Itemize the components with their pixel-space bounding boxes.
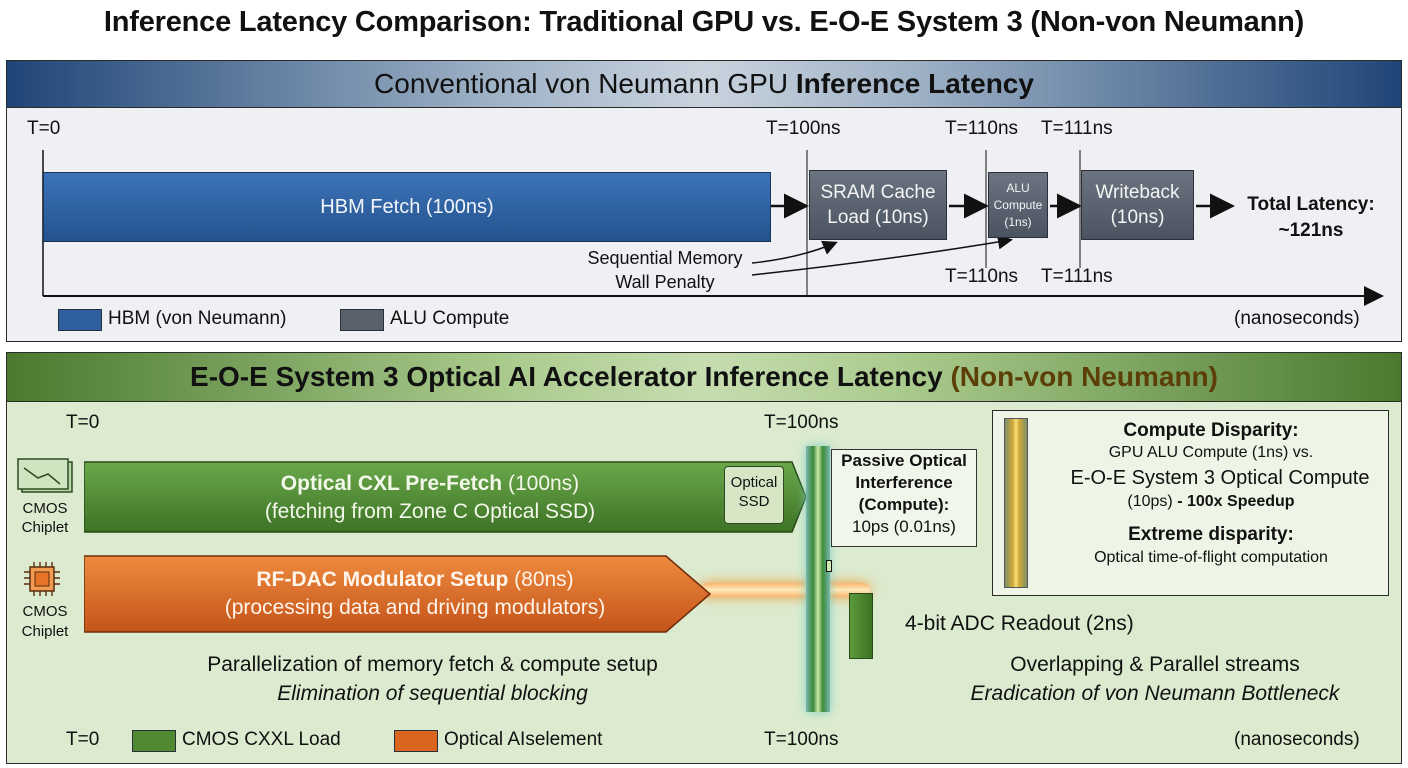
cmos-chiplet-board-icon — [17, 458, 73, 493]
alu-compute-box: ALU Compute (1ns) — [988, 172, 1048, 238]
legend-optical-swatch — [394, 730, 438, 752]
gpu-t111-bottom-label: T=111ns — [1041, 266, 1113, 287]
total-latency: Total Latency: ~121ns — [1236, 192, 1386, 244]
cxl-normal: (100ns) — [502, 472, 580, 495]
rf-bold: RF-DAC Modulator Setup — [256, 568, 509, 591]
optical-header-main: E-O-E System 3 Optical AI Accelerator In… — [190, 361, 951, 392]
ssd-line2: SSD — [738, 493, 770, 510]
optical-ssd-icon: Optical SSD — [724, 466, 784, 524]
penalty-line1: Sequential Memory — [587, 248, 743, 268]
passive-line2: Interference — [855, 473, 953, 492]
rf-dac-text: RF-DAC Modulator Setup (80ns) (processin… — [150, 566, 680, 622]
compute-disparity-box — [992, 410, 1389, 596]
legend-alu-label: ALU Compute — [390, 308, 510, 329]
rf-normal: (80ns) — [508, 568, 574, 591]
ssd-line1: Optical — [730, 474, 778, 491]
gpu-header-text: Conventional von Neumann GPU — [374, 68, 796, 99]
overlap-line2: Eradication of von Neumann Bottleneck — [970, 682, 1340, 705]
sram-cache-box: SRAM Cache Load (10ns) — [809, 170, 947, 240]
alu-line3: (1ns) — [1004, 215, 1032, 229]
disparity-text: Compute Disparity: GPU ALU Compute (1ns)… — [1040, 420, 1382, 568]
parallel-line1: Parallelization of memory fetch & comput… — [207, 653, 658, 676]
gpu-units-label: (nanoseconds) — [1234, 308, 1360, 329]
opt-t100-bottom-label: T=100ns — [764, 729, 839, 750]
cxl-prefetch-text: Optical CXL Pre-Fetch (100ns) (fetching … — [150, 470, 710, 526]
page-title: Inference Latency Comparison: Traditiona… — [103, 6, 1305, 38]
gpu-t0-label: T=0 — [27, 118, 61, 139]
zoomed-compute-bar — [1004, 418, 1028, 588]
chip1-line1: CMOS — [22, 500, 68, 517]
alu-line2: Compute — [993, 198, 1043, 212]
gpu-panel-header: Conventional von Neumann GPU Inference L… — [7, 61, 1401, 108]
total-latency-label: Total Latency: — [1247, 194, 1375, 215]
rf-dac-bar — [84, 555, 712, 633]
adc-readout-bar — [849, 593, 873, 659]
gpu-t110-bottom-label: T=110ns — [945, 266, 1019, 287]
disparity-title: Compute Disparity: — [1123, 420, 1299, 441]
opt-t100-top-label: T=100ns — [764, 412, 839, 433]
writeback-box: Writeback (10ns) — [1081, 170, 1194, 240]
passive-line4: 10ps (0.01ns) — [852, 517, 956, 536]
cmos-chiplet-1-label: CMOS Chiplet — [10, 499, 80, 537]
gpu-t110-top-label: T=110ns — [945, 118, 1019, 139]
sram-line1: SRAM Cache — [820, 182, 936, 203]
legend-hbm-swatch — [58, 309, 102, 331]
legend-optical-label: Optical AIselement — [444, 729, 603, 750]
hbm-fetch-bar: HBM Fetch (100ns) — [43, 172, 771, 242]
optical-header-accent: (Non-von Neumann) — [950, 361, 1218, 392]
parallel-line2: Elimination of sequential blocking — [277, 682, 588, 705]
chip2-line1: CMOS — [22, 603, 68, 620]
gpu-header-bold: Inference Latency — [795, 68, 1034, 99]
parallelization-note: Parallelization of memory fetch & comput… — [160, 650, 705, 708]
writeback-line2: (10ns) — [1110, 207, 1165, 228]
opt-t0-top-label: T=0 — [66, 412, 100, 433]
chip2-line2: Chiplet — [21, 623, 69, 640]
opt-units-label: (nanoseconds) — [1234, 729, 1360, 750]
extreme-line: Optical time-of-flight computation — [1094, 549, 1328, 566]
writeback-line1: Writeback — [1095, 182, 1180, 203]
penalty-arrow-2 — [751, 234, 1013, 276]
rf-sub: (processing data and driving modulators) — [224, 596, 606, 619]
disparity-line1: GPU ALU Compute (1ns) vs. — [1108, 444, 1314, 461]
legend-cmos-label: CMOS CXXL Load — [182, 729, 341, 750]
cmos-chiplet-chip-icon — [24, 562, 60, 596]
penalty-arrow-1 — [751, 240, 838, 264]
passive-line3: (Compute): — [858, 495, 950, 514]
legend-cmos-swatch — [132, 730, 176, 752]
passive-optical-box: Passive Optical Interference (Compute): … — [831, 449, 977, 547]
overlap-line1: Overlapping & Parallel streams — [1010, 653, 1300, 676]
opt-t0-bottom-label: T=0 — [66, 729, 100, 750]
compute-marker — [826, 560, 832, 572]
cmos-chiplet-2-label: CMOS Chiplet — [10, 602, 80, 642]
rf-beam — [700, 583, 870, 597]
optical-panel-header: E-O-E System 3 Optical AI Accelerator In… — [7, 353, 1401, 402]
disparity-line2: E-O-E System 3 Optical Compute — [1070, 467, 1370, 489]
optical-compute-glow — [806, 446, 830, 712]
cxl-prefetch-bar — [84, 461, 807, 533]
sequential-penalty-note: Sequential Memory Wall Penalty — [570, 246, 760, 294]
sram-line2: Load (10ns) — [827, 207, 929, 228]
chip1-line2: Chiplet — [21, 519, 69, 536]
cxl-sub: (fetching from Zone C Optical SSD) — [264, 500, 596, 523]
passive-line1: Passive Optical — [841, 451, 967, 470]
total-latency-value: ~121ns — [1278, 220, 1344, 241]
disparity-line3b: - 100x Speedup — [1177, 493, 1295, 510]
hbm-fetch-label: HBM Fetch (100ns) — [320, 196, 494, 218]
gpu-t100-label: T=100ns — [766, 118, 841, 139]
extreme-title: Extreme disparity: — [1128, 524, 1294, 545]
alu-line1: ALU — [1006, 181, 1030, 195]
legend-hbm-label: HBM (von Neumann) — [108, 308, 287, 329]
disparity-line3a: (10ps) — [1127, 493, 1178, 510]
legend-alu-swatch — [340, 309, 384, 331]
penalty-line2: Wall Penalty — [615, 272, 715, 292]
adc-readout-label: 4-bit ADC Readout (2ns) — [905, 612, 1134, 635]
overlap-note: Overlapping & Parallel streams Eradicati… — [935, 650, 1375, 708]
cxl-bold: Optical CXL Pre-Fetch — [280, 472, 503, 495]
gpu-t111-top-label: T=111ns — [1041, 118, 1113, 139]
